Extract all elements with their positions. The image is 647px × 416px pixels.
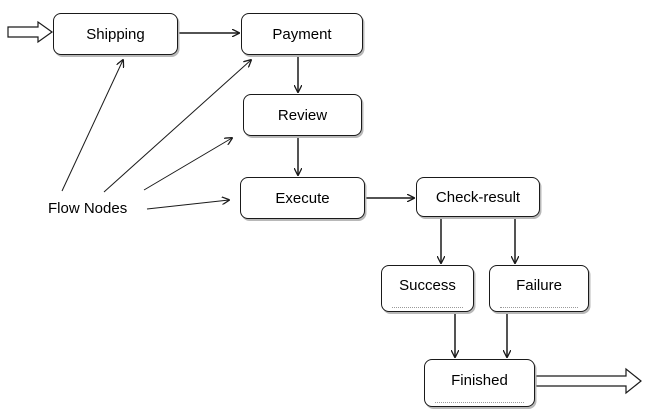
node-payment: Payment bbox=[241, 13, 363, 55]
node-review: Review bbox=[243, 94, 362, 136]
node-execute: Execute bbox=[240, 177, 365, 219]
node-success-label: Success bbox=[399, 277, 456, 294]
node-payment-label: Payment bbox=[272, 25, 332, 43]
node-shipping: Shipping bbox=[53, 13, 178, 55]
entry-arrow bbox=[7, 20, 54, 44]
node-finished: Finished bbox=[424, 359, 535, 407]
node-shipping-label: Shipping bbox=[86, 25, 145, 43]
node-check-result-label: Check-result bbox=[435, 188, 521, 206]
exit-arrow bbox=[535, 367, 642, 395]
node-finished-label: Finished bbox=[451, 371, 508, 389]
annotation-pointer-shipping bbox=[61, 60, 123, 192]
node-check-result: Check-result bbox=[416, 177, 540, 217]
node-failure: Failure bbox=[489, 265, 589, 312]
annotation-pointer-execute bbox=[146, 200, 229, 210]
annotation-flow-nodes: Flow Nodes bbox=[48, 200, 128, 217]
node-review-label: Review bbox=[277, 106, 328, 124]
node-execute-label: Execute bbox=[275, 189, 330, 207]
node-failure-label: Failure bbox=[516, 277, 562, 294]
node-success: Success bbox=[381, 265, 474, 312]
annotation-pointer-payment bbox=[103, 60, 251, 193]
annotation-pointer-review bbox=[143, 138, 232, 191]
